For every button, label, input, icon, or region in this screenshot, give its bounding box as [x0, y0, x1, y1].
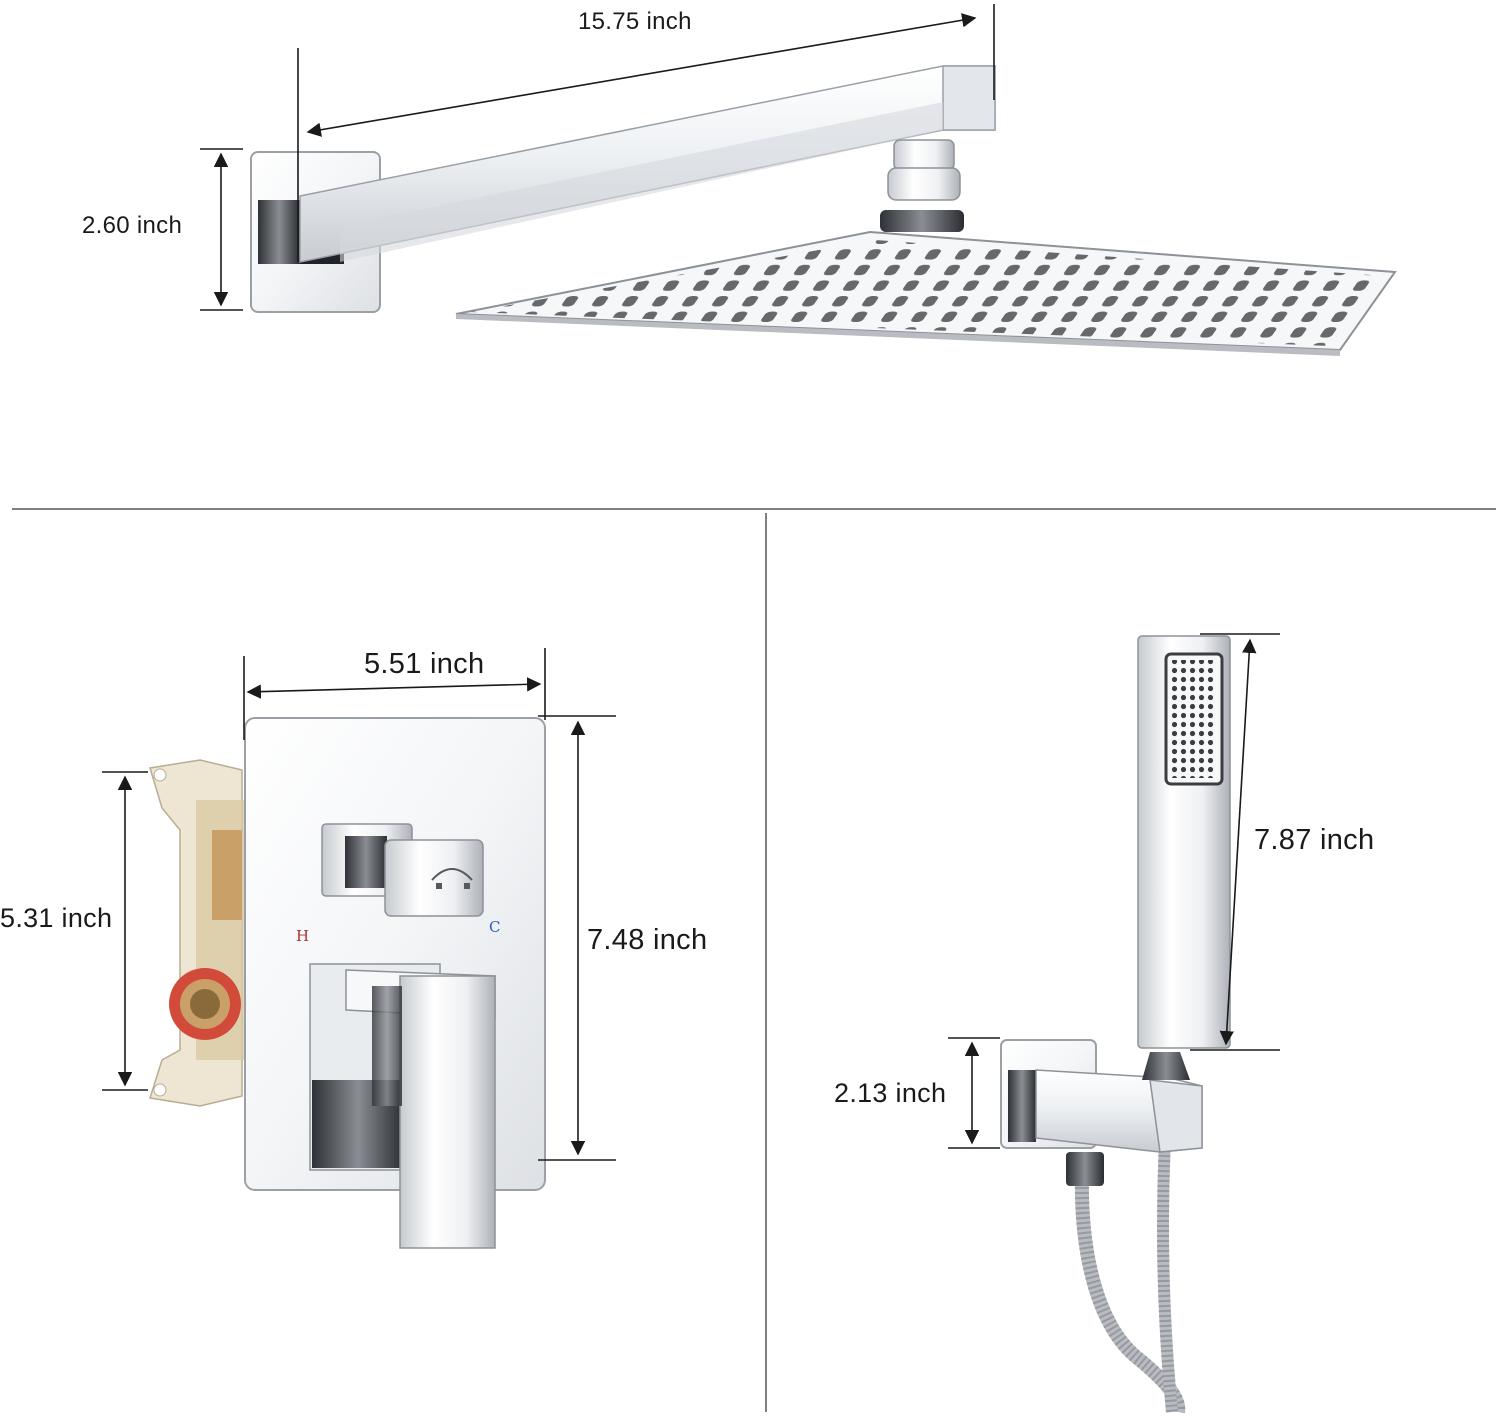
mixer-lever	[309, 963, 496, 1249]
arm-length-label: 15.75 inch	[578, 8, 692, 35]
valve-body-height-label: 5.31 inch	[0, 903, 113, 933]
shower-connector	[880, 139, 964, 232]
valve-body	[149, 759, 244, 1107]
wall-flange-height-label: 2.60 inch	[82, 212, 183, 239]
hot-marking: H	[296, 927, 309, 945]
diverter-knob	[321, 823, 484, 917]
cold-marking: C	[489, 918, 500, 936]
handheld-spray-face	[1172, 660, 1216, 778]
dimension-lines-valve	[102, 648, 616, 1161]
holder-flange-height-label: 2.13 inch	[834, 1078, 947, 1108]
trim-plate-width-label: 5.51 inch	[364, 648, 485, 680]
handheld-length-label: 7.87 inch	[1254, 824, 1375, 856]
trim-plate-height-label: 7.48 inch	[587, 924, 708, 956]
dimension-lines-top	[200, 4, 995, 311]
dimension-lines-handheld	[948, 633, 1280, 1149]
diverter-valve-assembly: H C	[149, 717, 546, 1249]
handheld-shower-assembly	[1000, 635, 1231, 1414]
